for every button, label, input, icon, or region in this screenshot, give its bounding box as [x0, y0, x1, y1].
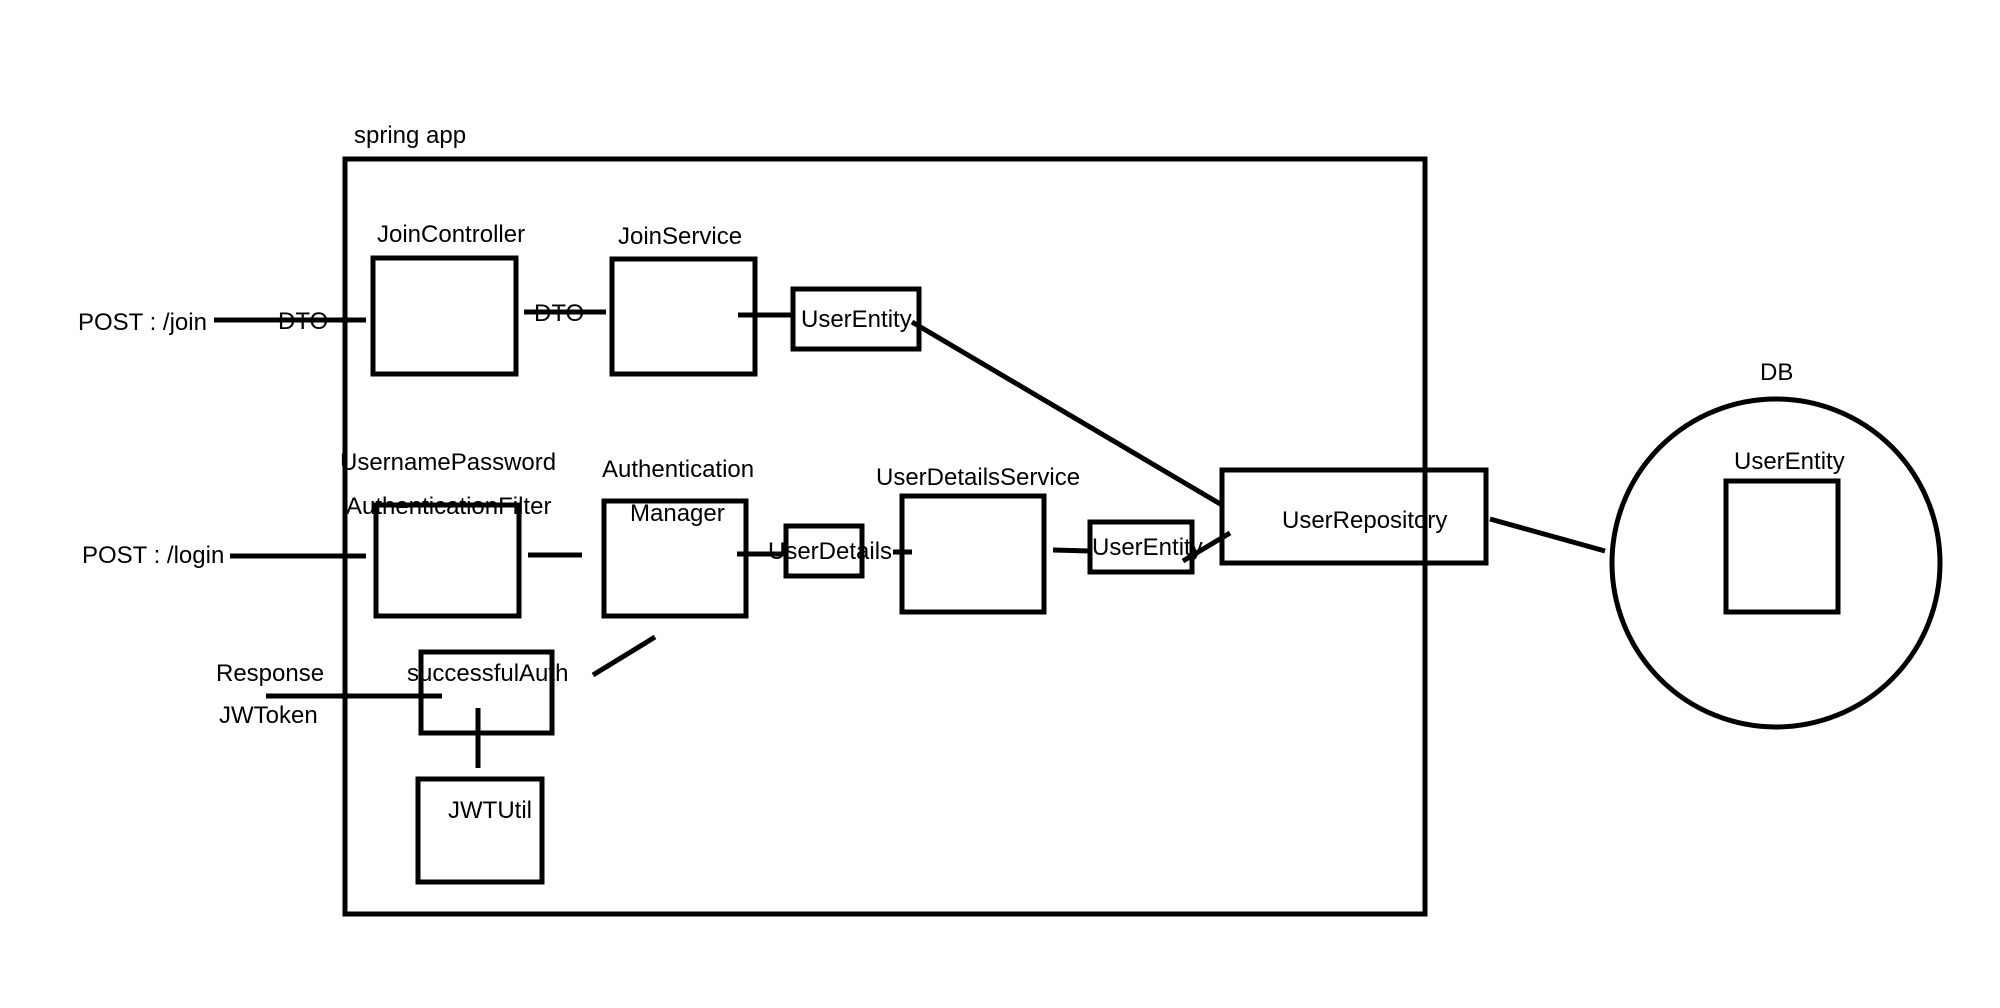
join-service-label: JoinService: [618, 223, 742, 250]
user-entity-join-label: UserEntity: [801, 306, 912, 333]
successful-auth-label: successfulAuth: [407, 660, 568, 687]
spring-app-container: [342, 156, 1428, 917]
db-user-entity-box: [1723, 478, 1841, 615]
user-details-service-label: UserDetailsService: [876, 464, 1080, 491]
jwt-util-label: JWTUtil: [448, 797, 532, 824]
user-entity-join-box: [790, 286, 922, 352]
auth-manager-box: [601, 498, 749, 619]
join-service-box: [609, 256, 758, 377]
user-entity-login-label: UserEntity: [1092, 534, 1203, 561]
spring-app-label: spring app: [354, 122, 466, 149]
user-details-service-box: [899, 493, 1047, 615]
post-join-label: POST : /join: [78, 309, 207, 336]
auth-filter-label-line1: UsernamePassword: [340, 449, 556, 476]
response-label-line1: Response: [216, 660, 324, 687]
post-login-label: POST : /login: [82, 542, 224, 569]
auth-manager-label-line1: Authentication: [602, 456, 754, 483]
dto-label-2: DTO: [534, 300, 584, 327]
join-controller-label: JoinController: [377, 221, 525, 248]
user-details-label: UserDetails: [768, 538, 892, 565]
user-repository-label: UserRepository: [1282, 507, 1447, 534]
manager-to-success-edge: [591, 634, 657, 678]
response-label-line2: JWToken: [219, 702, 318, 729]
join-controller-box: [370, 255, 519, 377]
user-details-box: [783, 523, 865, 579]
user-entity-login-box: [1087, 519, 1195, 575]
auth-filter-box: [373, 502, 522, 619]
db-circle: [1609, 396, 1943, 730]
dto-label-1: DTO: [278, 308, 328, 335]
service-to-login-entity-edge: [1052, 547, 1091, 554]
successful-auth-box: [418, 649, 555, 736]
jwt-util-box: [415, 776, 545, 885]
auth-manager-label-line2: Manager: [630, 500, 725, 527]
repository-to-db-edge: [1489, 516, 1606, 554]
db-label: DB: [1760, 359, 1793, 386]
user-repository-box: [1219, 467, 1489, 566]
auth-filter-label-line2: AuthenticationFilter: [346, 493, 551, 520]
entity-to-repository-edge: [910, 319, 1224, 508]
db-user-entity-label: UserEntity: [1734, 448, 1845, 475]
